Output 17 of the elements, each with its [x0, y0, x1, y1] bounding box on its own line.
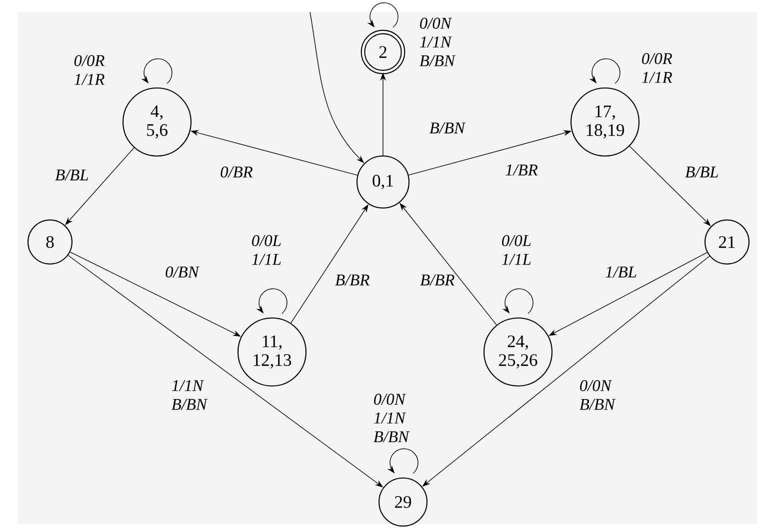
edge-label: 0/0R 1/1R [74, 55, 104, 85]
edge-label: 1/BR [506, 164, 538, 176]
edge-label: 1/BL [606, 266, 636, 278]
edge-label: B/BN [430, 122, 466, 134]
edge-label: 0/0L 1/1L [502, 235, 531, 265]
edge-label: 0/BN [166, 266, 200, 278]
edge-label: B/BR [335, 274, 370, 286]
edge-label: 0/0N B/BN [580, 380, 616, 410]
edge-label: 1/1N B/BN [172, 380, 208, 410]
edge-label: 0/0L 1/1L [252, 235, 281, 265]
edge-label: 0/BR [220, 166, 253, 178]
edge-label: B/BL [55, 170, 88, 180]
edge-label: 0/0N 1/1N B/BN [420, 18, 456, 66]
edge-label: B/BL [685, 166, 718, 178]
edge-label: 0/0R 1/1R [642, 53, 672, 83]
edge-label: B/BR [420, 274, 454, 286]
edge-label: 0/0N 1/1N B/BN [374, 394, 410, 442]
